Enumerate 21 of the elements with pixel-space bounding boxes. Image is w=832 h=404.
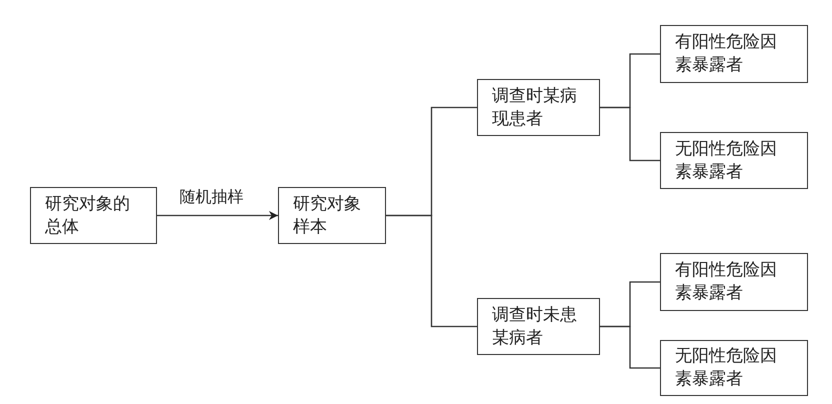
box-label: 有阳性危险因素暴露者 [675, 31, 778, 77]
edge-label: 随机抽样 [180, 186, 244, 208]
box-label: 无阳性危险因素暴露者 [675, 345, 778, 391]
box-label: 调查时某病现患者 [492, 84, 578, 130]
process-box [477, 79, 600, 136]
box-label: 研究对象的总体 [45, 192, 131, 238]
process-box [660, 253, 808, 311]
box-label: 调查时未患某病者 [492, 304, 578, 350]
connector-line [386, 214, 477, 328]
process-box [660, 340, 808, 396]
process-box [278, 187, 386, 244]
connector-line [600, 326, 660, 369]
arrow [157, 210, 278, 220]
process-box [477, 298, 600, 355]
connector-line [600, 106, 660, 162]
process-box [660, 25, 808, 83]
box-label: 无阳性危险因素暴露者 [675, 138, 778, 184]
process-box [30, 187, 157, 244]
box-label: 研究对象样本 [293, 192, 362, 238]
process-box [660, 132, 808, 189]
box-label: 有阳性危险因素暴露者 [675, 259, 778, 305]
